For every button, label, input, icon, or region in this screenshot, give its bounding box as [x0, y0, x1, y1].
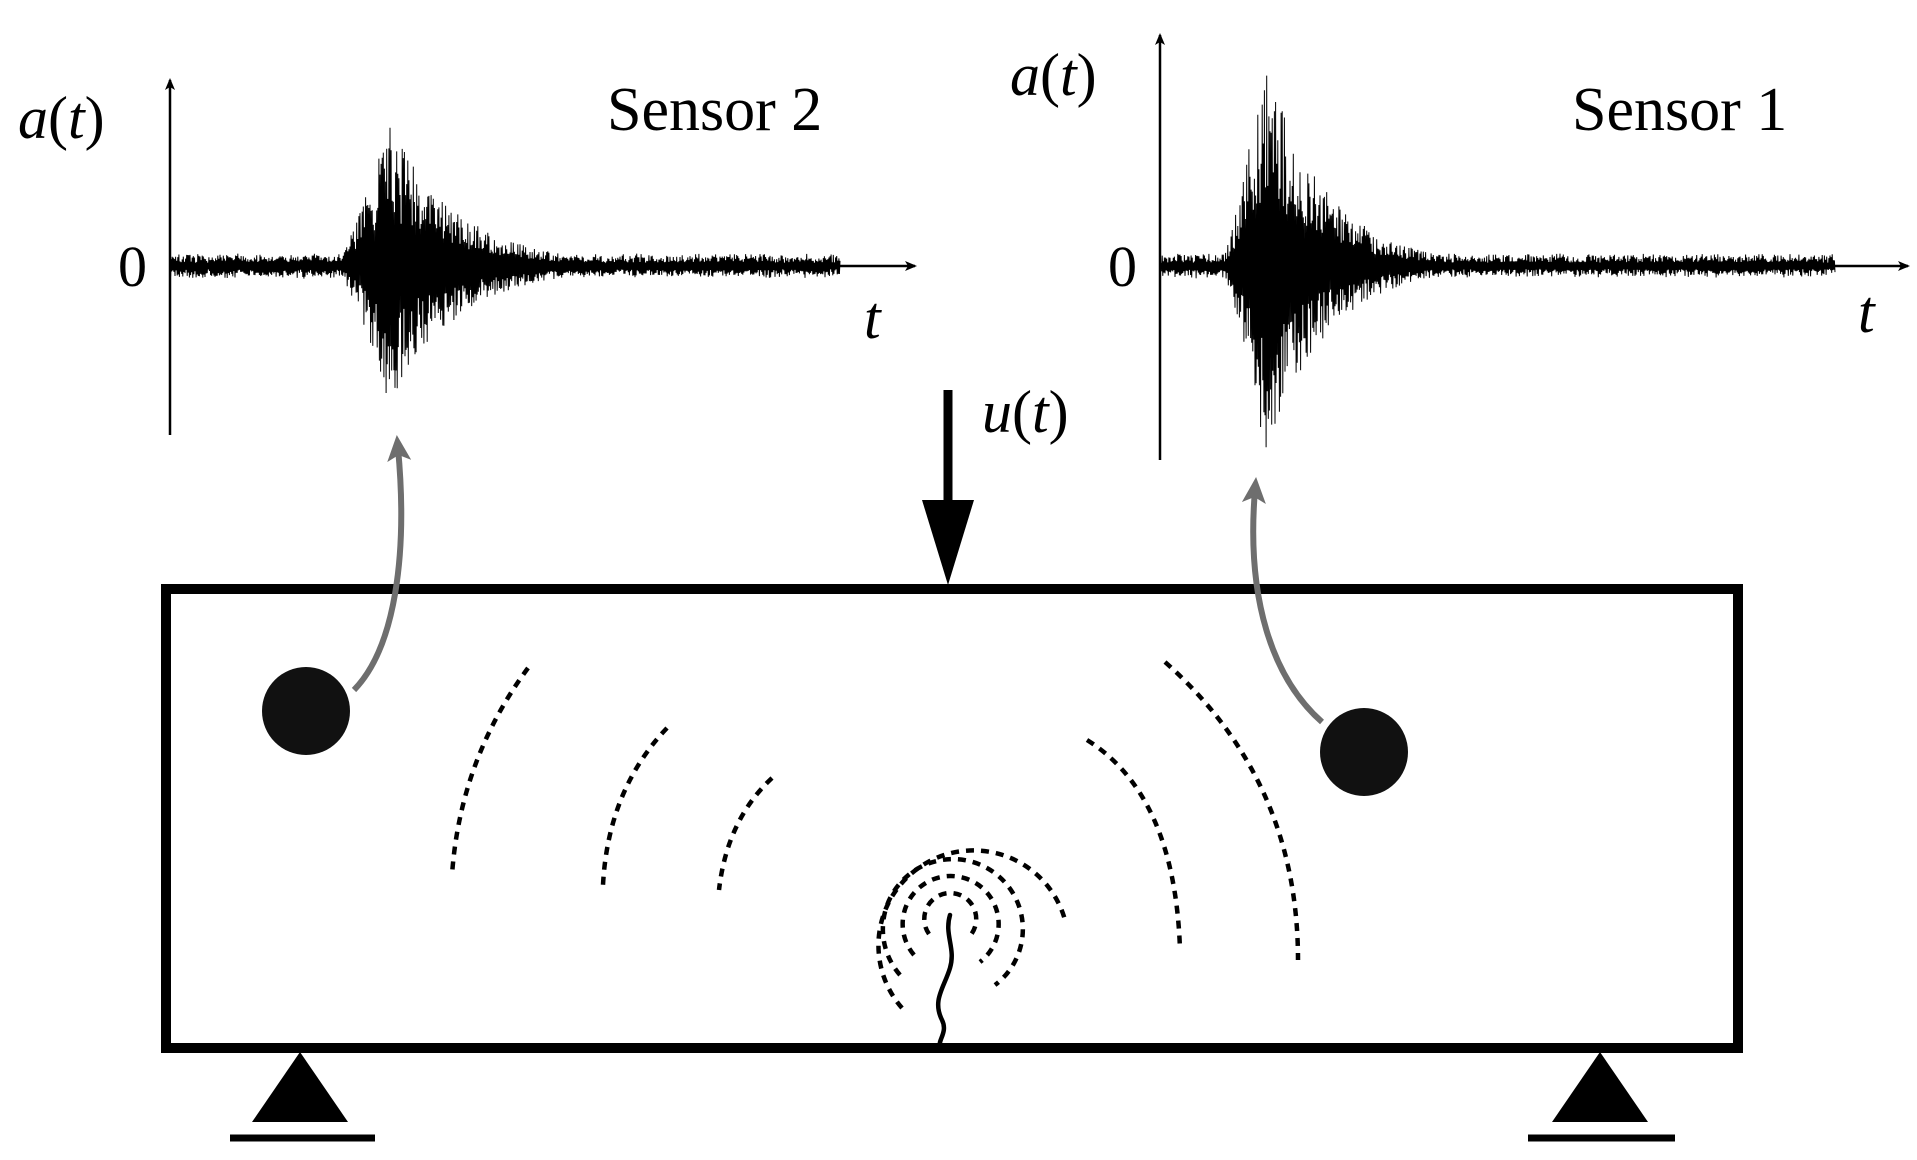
left-support-triangle: [252, 1052, 348, 1122]
beam: [161, 584, 1743, 1053]
load-arrow-head: [922, 500, 974, 585]
wavefront-left-1: [716, 776, 774, 891]
wavefront-ring-4: [876, 848, 1068, 1010]
sensor1-plot: a(t) 0 t Sensor 1: [1010, 33, 1910, 460]
sensor2-zero-label: 0: [118, 234, 147, 299]
sensor1-disk: [1320, 708, 1408, 796]
sensor2-connector-arrow: [351, 435, 412, 693]
sensor1-y-label: a(t): [1010, 42, 1097, 108]
right-support: [1528, 1052, 1675, 1142]
sensor2-plot: a(t) 0 t Sensor 2: [18, 76, 917, 435]
sensor2-y-label: a(t): [18, 85, 105, 151]
wavefront-ring-2: [900, 873, 1001, 964]
sensor1-title: Sensor 1: [1572, 76, 1787, 144]
wavefront-left-3: [449, 666, 530, 876]
left-support: [230, 1052, 375, 1142]
sensor2-disk: [262, 667, 350, 755]
wavefront-right-1: [1085, 738, 1183, 951]
source-wavefronts: [876, 848, 1068, 1010]
load-label: u(t): [982, 379, 1069, 445]
sensor1-x-label: t: [1858, 279, 1876, 345]
sensor2-x-label: t: [864, 285, 882, 351]
sensor2-title: Sensor 2: [607, 76, 822, 144]
wavefront-ring-1: [922, 890, 979, 940]
sensor1-connector-arrow: [1241, 477, 1324, 725]
sensor2-waveform: [169, 127, 841, 394]
left-wavefronts: [449, 666, 774, 891]
sensor1-waveform: [1159, 75, 1836, 448]
sensor1-zero-label: 0: [1108, 234, 1137, 299]
crack: [935, 912, 954, 1049]
right-wavefronts: [1085, 660, 1301, 961]
wavefront-right-2: [1163, 660, 1301, 961]
load-arrow: u(t): [922, 379, 1069, 585]
wavefront-ring-3: [880, 856, 1026, 987]
wavefront-left-2: [600, 726, 669, 886]
right-support-triangle: [1552, 1052, 1648, 1122]
